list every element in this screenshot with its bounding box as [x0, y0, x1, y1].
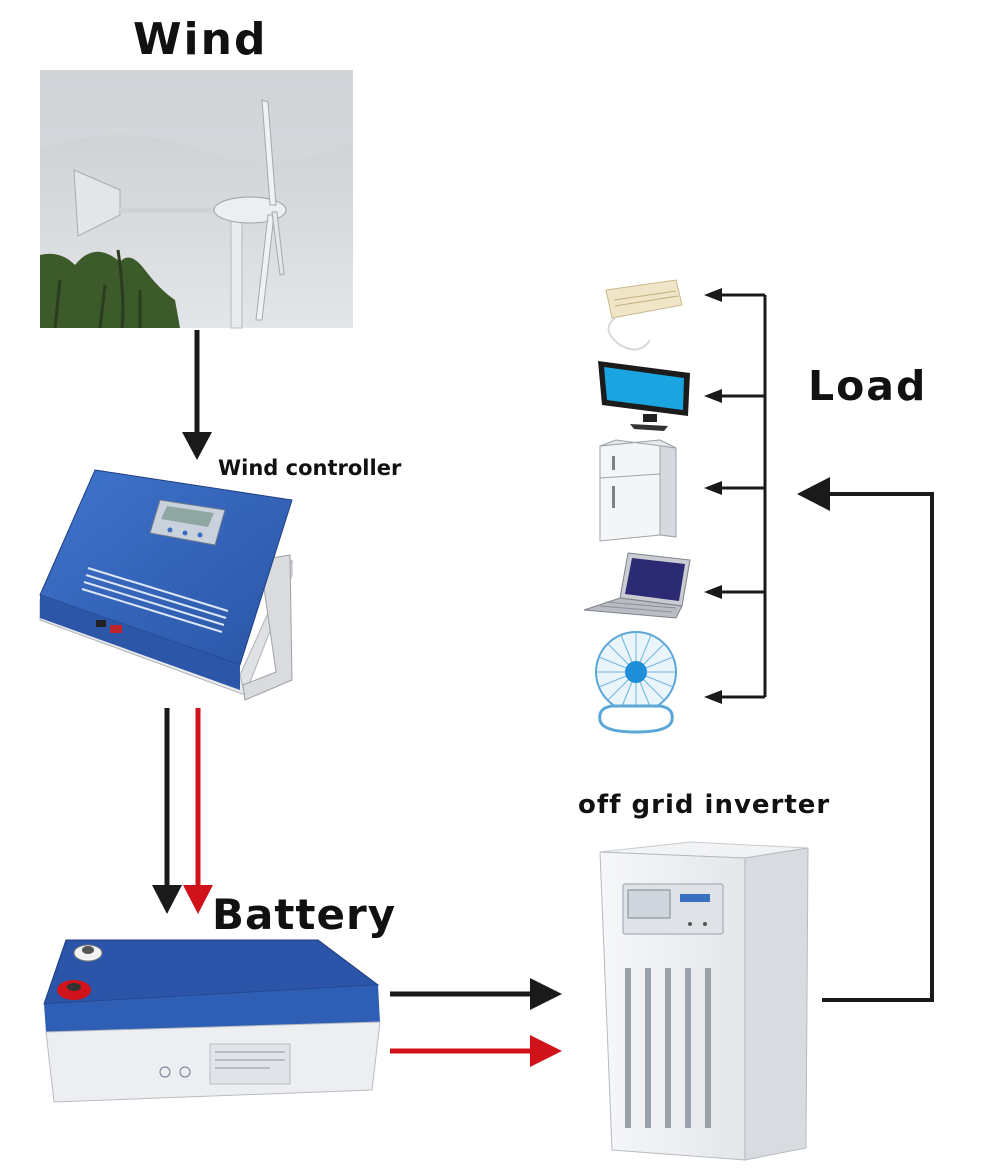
- battery-title: Battery: [212, 890, 397, 939]
- arrow-battery-to-inverter-negative: [390, 978, 562, 1010]
- arrow-wind-to-controller: [182, 330, 212, 460]
- laptop-icon: [583, 552, 691, 619]
- inverter-label: off grid inverter: [578, 790, 831, 820]
- wind-title: Wind: [133, 14, 268, 65]
- wind-turbine-photo: [40, 70, 353, 329]
- palm-tree-icon: [40, 249, 180, 329]
- television-icon: [598, 361, 690, 431]
- refrigerator-icon: [599, 439, 677, 542]
- wind-controller-device: [39, 469, 293, 701]
- arrow-controller-to-battery-positive: [183, 708, 213, 914]
- battery-device: [43, 939, 381, 1103]
- load-title: Load: [808, 362, 928, 410]
- air-conditioner-icon: [605, 279, 683, 351]
- inverter-device: [599, 841, 809, 1161]
- arrow-battery-to-inverter-positive: [390, 1035, 562, 1067]
- fan-icon: [595, 631, 677, 734]
- load-distribution-bus: [704, 288, 767, 704]
- arrow-controller-to-battery-negative: [152, 708, 182, 914]
- wind-controller-label: Wind controller: [218, 456, 402, 480]
- arrow-inverter-to-load: [797, 477, 934, 1002]
